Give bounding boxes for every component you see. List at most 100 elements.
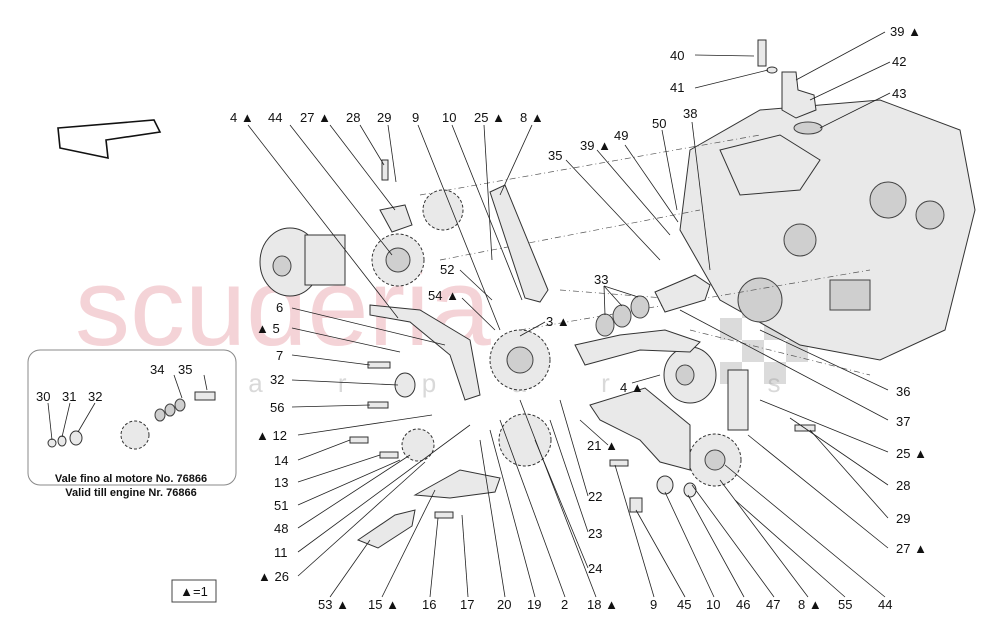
label-18: 18 ▲ <box>587 597 618 612</box>
inset-early-engines: Vale fino al motore No. 76866 Valid till… <box>27 349 237 499</box>
label-25-right: 25 ▲ <box>896 446 927 461</box>
label-11: 11 <box>274 545 288 560</box>
label-4-mid: 4 ▲ <box>620 380 644 395</box>
washer-47 <box>683 482 697 498</box>
label-43: 43 <box>892 86 906 101</box>
label-14: 14 <box>274 453 288 468</box>
label-23: 23 <box>588 526 602 541</box>
label-8-top: 8 ▲ <box>520 110 544 125</box>
label-56: 56 <box>270 400 284 415</box>
label-28-right: 28 <box>896 478 910 493</box>
label-44-bottom: 44 <box>878 597 892 612</box>
label-54: 54 ▲ <box>428 288 459 303</box>
label-36: 36 <box>896 384 910 399</box>
chain-guide-vertical <box>489 184 549 303</box>
chain-guide-upper <box>369 304 481 401</box>
inset-note-line1: Vale fino al motore No. 76866 <box>55 473 207 485</box>
label-47: 47 <box>766 597 780 612</box>
label-17: 17 <box>460 597 474 612</box>
label-10-bottom: 10 <box>706 597 720 612</box>
label-31: 31 <box>62 389 76 404</box>
sprocket-lower-left <box>401 428 435 462</box>
bolt-9 <box>609 459 629 467</box>
label-22: 22 <box>588 489 602 504</box>
label-25-top: 25 ▲ <box>474 110 505 125</box>
bolt-14 <box>349 436 369 444</box>
bolt-13 <box>379 451 399 459</box>
chain-tensioner-shoe <box>413 469 501 499</box>
roller-set <box>595 295 650 337</box>
cam-phaser-right <box>663 346 717 404</box>
chain-guide-bottom <box>356 509 416 549</box>
label-33: 33 <box>594 272 608 287</box>
engine-block <box>679 99 976 361</box>
label-39-top: 39 ▲ <box>890 24 921 39</box>
label-50: 50 <box>652 116 666 131</box>
sprocket-upper-right <box>422 189 464 231</box>
label-40: 40 <box>670 48 684 63</box>
label-27-right: 27 ▲ <box>896 541 927 556</box>
label-42: 42 <box>892 54 906 69</box>
label-32-inset: 32 <box>88 389 102 404</box>
label-30: 30 <box>36 389 50 404</box>
label-8-bottom: 8 ▲ <box>798 597 822 612</box>
plug-45 <box>629 497 643 513</box>
bolt-29 <box>381 159 389 181</box>
label-29-right: 29 <box>896 511 910 526</box>
label-39-mid: 39 ▲ <box>580 138 611 153</box>
label-53: 53 ▲ <box>318 597 349 612</box>
label-35: 35 <box>548 148 562 163</box>
label-6: 6 <box>276 300 283 315</box>
label-26: ▲ 26 <box>258 569 289 584</box>
label-52: 52 <box>440 262 454 277</box>
label-12: ▲ 12 <box>256 428 287 443</box>
leader-lines <box>247 31 891 598</box>
legend-text: ▲=1 <box>180 584 208 599</box>
label-9-top: 9 <box>412 110 419 125</box>
label-45: 45 <box>677 597 691 612</box>
label-46: 46 <box>736 597 750 612</box>
label-7: 7 <box>276 348 283 363</box>
sprocket-right <box>688 433 742 487</box>
label-28-top: 28 <box>346 110 360 125</box>
label-34: 34 <box>150 362 164 377</box>
label-3: 3 ▲ <box>546 314 570 329</box>
sprocket-upper-left <box>371 233 425 287</box>
label-51: 51 <box>274 498 288 513</box>
label-32: 32 <box>270 372 284 387</box>
tensioner-top-assembly <box>757 39 823 135</box>
label-41: 41 <box>670 80 684 95</box>
label-16: 16 <box>422 597 436 612</box>
label-15: 15 ▲ <box>368 597 399 612</box>
label-49: 49 <box>614 128 628 143</box>
quantity-legend: ▲=1 <box>171 579 217 603</box>
label-13: 13 <box>274 475 288 490</box>
seal-46 <box>656 475 674 495</box>
label-4-top: 4 ▲ <box>230 110 254 125</box>
label-44-top: 44 <box>268 110 282 125</box>
bolt-7 <box>367 361 391 369</box>
label-21: 21 ▲ <box>587 438 618 453</box>
inset-note-line2: Valid till engine Nr. 76866 <box>65 487 196 499</box>
tensioner-bracket <box>727 369 749 431</box>
label-5: ▲ 5 <box>256 321 280 336</box>
cam-phaser-left <box>259 227 346 297</box>
label-9-bottom: 9 <box>650 597 657 612</box>
label-19: 19 <box>527 597 541 612</box>
label-20: 20 <box>497 597 511 612</box>
label-10-top: 10 <box>442 110 456 125</box>
label-24: 24 <box>588 561 602 576</box>
chain-guide-lower <box>589 387 691 471</box>
label-37: 37 <box>896 414 910 429</box>
direction-arrow-icon <box>57 119 162 160</box>
sprocket-center <box>489 329 552 467</box>
label-27-top: 27 ▲ <box>300 110 331 125</box>
label-35-inset: 35 <box>178 362 192 377</box>
bolt-56 <box>367 401 389 409</box>
label-2: 2 <box>561 597 568 612</box>
label-29-top: 29 <box>377 110 391 125</box>
bracket-27 <box>379 204 413 233</box>
chain-guide-right <box>574 329 701 366</box>
label-38: 38 <box>683 106 697 121</box>
